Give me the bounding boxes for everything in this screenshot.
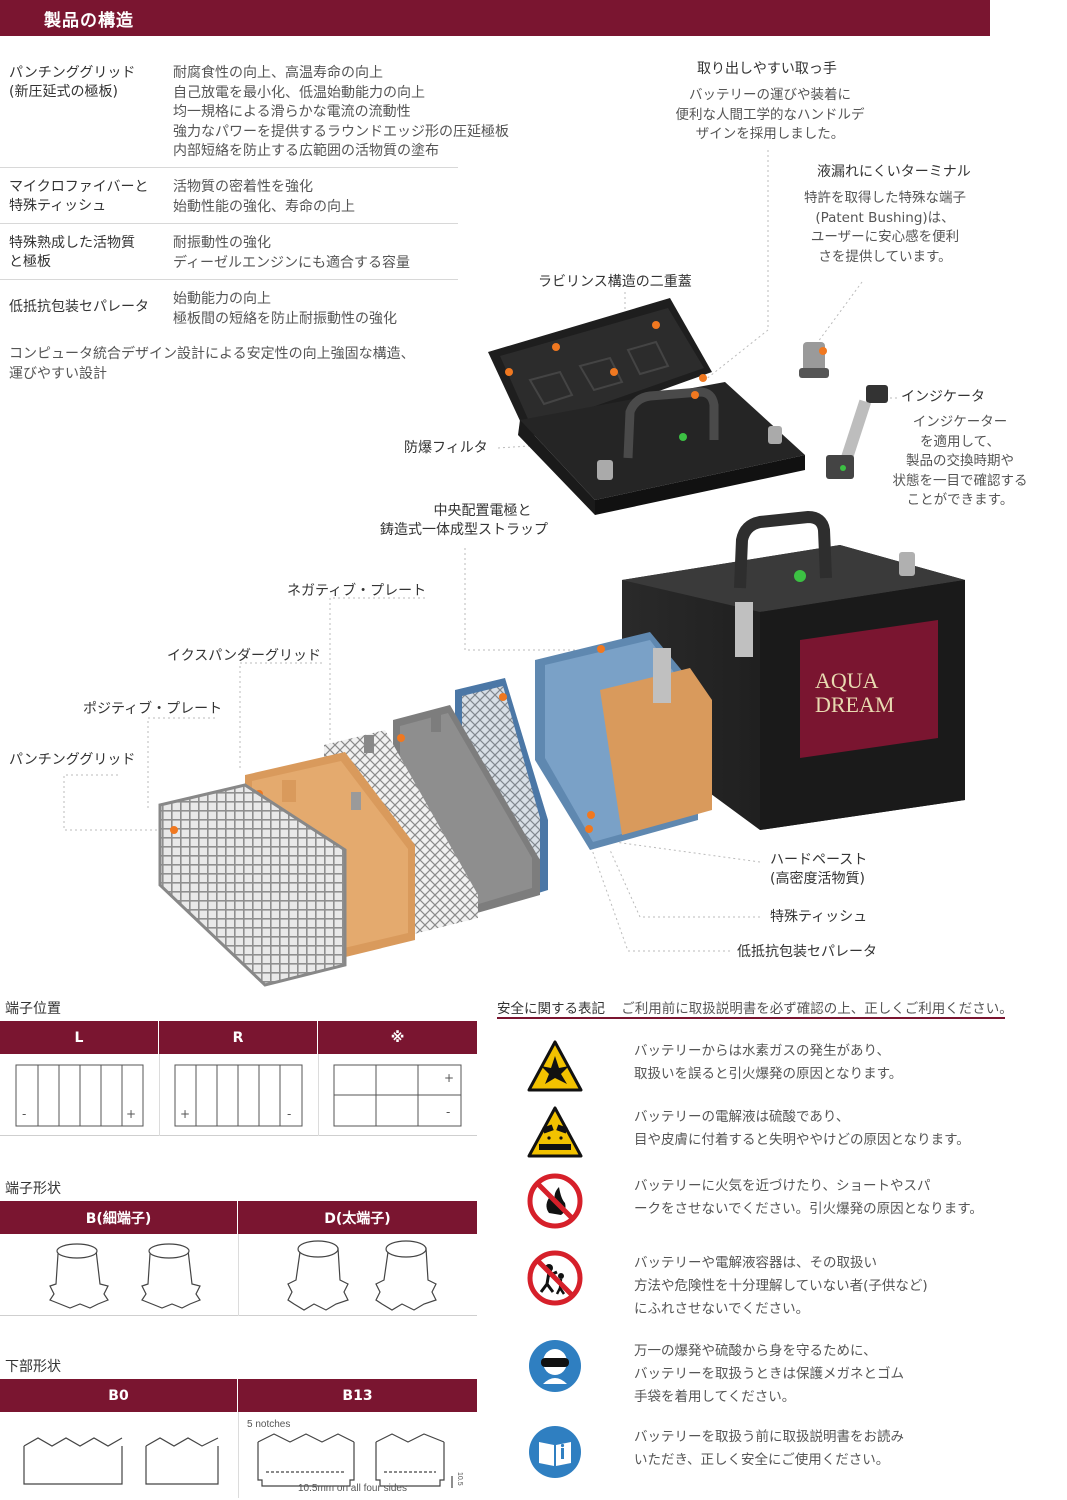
- safety-item: 万一の爆発や硫酸から身を守るために、 バッテリーを取扱うときは保護メガネとゴム …: [527, 1338, 1007, 1405]
- explosion-warning-icon: [527, 1040, 583, 1092]
- safety-text: バッテリーを取扱う前に取扱説明書をお読み いただき、正しく安全にご使用ください。: [634, 1429, 904, 1468]
- column-header-d-terminal: D(太端子): [324, 1210, 391, 1227]
- battery-cover: [518, 382, 805, 515]
- terminal-shape-header: B(細端子) D(太端子): [0, 1201, 477, 1234]
- battery-lid: [488, 298, 712, 438]
- bottom-shape-diagrams: 5 notches 10.5mm on all four sides 10.5: [23, 1419, 463, 1494]
- section-title: 製品の構造: [44, 11, 134, 31]
- column-header-l: L: [0, 1021, 159, 1054]
- l-plus-mark: +: [126, 1107, 136, 1121]
- safety-text: バッテリーや電解液容器は、その取扱い 方法や危険性を十分理解していない者(子供な…: [634, 1255, 928, 1317]
- safety-text: バッテリーに火気を近づけたり、ショートやスパ ークをさせないでください。引火爆発…: [634, 1178, 983, 1217]
- safety-item: バッテリーを取扱う前に取扱説明書をお読み いただき、正しく安全にご使用ください。: [527, 1424, 1007, 1484]
- corrosive-warning-icon: [527, 1106, 583, 1158]
- keep-away-children-icon: [527, 1250, 583, 1306]
- hard-paste-callout: ハードペースト (高密度活物質): [770, 852, 868, 887]
- no-fire-icon: [527, 1173, 583, 1229]
- terminal-position-diagrams: - + + - + -: [15, 1064, 462, 1127]
- x-plus-mark: +: [444, 1071, 454, 1085]
- safety-text: バッテリーの電解液は硫酸であり、 目や皮膚に付着すると失明ややけどの原因となりま…: [634, 1109, 970, 1148]
- r-minus-mark: -: [287, 1107, 291, 1121]
- terminal-shape-diagrams: [49, 1240, 437, 1311]
- feature-row: 低抵抗包装セパレータ 始動能力の向上 極板間の短絡を防止耐振動性の強化: [0, 290, 458, 336]
- positive-plate-callout: ポジティブ・プレート: [83, 701, 223, 717]
- separator-callout: 低抵抗包装セパレータ: [737, 944, 877, 960]
- negative-plate-callout: ネガティブ・プレート: [287, 583, 427, 599]
- bottom-shape-body: 5 notches 10.5mm on all four sides 10.5: [0, 1412, 477, 1498]
- special-tissue-callout: 特殊ティッシュ: [770, 909, 868, 925]
- x-minus-mark: -: [446, 1105, 450, 1119]
- column-divider: [238, 1234, 239, 1316]
- punching-grid: [158, 783, 347, 987]
- aqua-brand-text: AQUA: [815, 668, 879, 693]
- center-electrode-callout: 中央配置電極と: [433, 503, 532, 519]
- center-electrode-callout-line2: 鋳造式一体成型ストラップ: [380, 522, 548, 538]
- column-divider: [159, 1054, 160, 1136]
- feature-name: パンチンググリッド (新圧延式の極板): [9, 65, 136, 100]
- handle-callout-title: 取り出しやすい取っ手: [697, 61, 837, 77]
- terminal-position-body: - + + - + -: [0, 1054, 477, 1136]
- safety-item: バッテリーの電解液は硫酸であり、 目や皮膚に付着すると失明ややけどの原因となりま…: [527, 1104, 1007, 1164]
- cell-stack: [535, 602, 753, 850]
- wear-goggles-icon: [529, 1340, 581, 1392]
- terminal-position-header: L R ※: [0, 1021, 477, 1054]
- section-header-bar: 製品の構造: [0, 0, 990, 36]
- feature-name: 特殊熟成した活物質 と極板: [9, 235, 135, 270]
- safety-note: ご利用前に取扱説明書を必ず確認の上、正しくご利用ください。: [621, 1001, 1013, 1017]
- battery-case: AQUA DREAM: [622, 510, 965, 830]
- feature-name: 低抵抗包装セパレータ: [9, 299, 149, 315]
- feature-row: 特殊熟成した活物質 と極板 耐振動性の強化 ディーゼルエンジンにも適合する容量: [0, 234, 458, 280]
- bottom-shape-label: 下部形状: [5, 1359, 61, 1375]
- design-note: コンピュータ統合デザイン設計による安定性の向上強固な構造、 運びやすい設計: [9, 346, 415, 382]
- expander-grid-callout: イクスパンダーグリッド: [167, 648, 321, 664]
- terminal-shape-label: 端子形状: [5, 1181, 61, 1197]
- column-header-note: ※: [390, 1029, 405, 1046]
- feature-description: 耐腐食性の向上、高温寿命の向上 自己放電を最小化、低温始動能力の向上 均一規格に…: [173, 65, 509, 159]
- indicator-callout-title: インジケータ: [901, 389, 985, 405]
- dimension-label: 10.5: [456, 1472, 463, 1486]
- handle-callout-body: バッテリーの運びや装着に 便利な人間工学的なハンドルデ ザインを採用しました。: [675, 87, 865, 142]
- safety-item: バッテリーに火気を近づけたり、ショートやスパ ークをさせないでください。引火爆発…: [527, 1173, 1007, 1233]
- column-divider: [318, 1054, 319, 1136]
- expander-grid: [324, 730, 478, 935]
- safety-item: バッテリーや電解液容器は、その取扱い 方法や危険性を十分理解していない者(子供な…: [527, 1250, 1007, 1317]
- feature-row: マイクロファイバーと 特殊ティッシュ 活物質の密着性を強化 始動性能の強化、寿命…: [0, 178, 458, 224]
- terminal-part: [799, 342, 829, 378]
- feature-description: 活物質の密着性を強化 始動性能の強化、寿命の向上: [173, 179, 355, 215]
- feature-description: 始動能力の向上 極板間の短絡を防止耐振動性の強化: [173, 291, 397, 327]
- column-divider: [238, 1412, 239, 1498]
- read-manual-icon: [529, 1426, 581, 1478]
- safety-title: 安全に関する表記: [497, 1001, 605, 1017]
- l-minus-mark: -: [22, 1107, 26, 1121]
- separator-plate: [455, 678, 595, 905]
- feature-row: パンチンググリッド (新圧延式の極板) 耐腐食性の向上、高温寿命の向上 自己放電…: [0, 64, 509, 168]
- safety-text: 万一の爆発や硫酸から身を守るために、 バッテリーを取扱うときは保護メガネとゴム …: [634, 1343, 904, 1405]
- explosion-filter-callout: 防爆フィルタ: [404, 440, 488, 456]
- punching-grid-callout: パンチンググリッド: [9, 752, 136, 768]
- column-header-b0: B0: [0, 1379, 238, 1412]
- column-header-b-terminal: B(細端子): [0, 1201, 238, 1234]
- terminal-shape-body: [0, 1234, 477, 1316]
- positive-plate: [245, 752, 415, 962]
- safety-text: バッテリーからは水素ガスの発生があり、 取扱いを誤ると引火爆発の原因となります。: [634, 1043, 903, 1082]
- r-plus-mark: +: [180, 1107, 190, 1121]
- terminal-callout-body: 特許を取得した特殊な端子 (Patent Bushing)は、 ユーザーに安心感…: [804, 190, 966, 265]
- indicator-callout-body: インジケーター を適用して、 製品の交換時期や 状態を一目で確認する ことができ…: [892, 414, 1028, 508]
- column-header-b13: B13: [342, 1387, 373, 1404]
- safety-item: バッテリーからは水素ガスの発生があり、 取扱いを誤ると引火爆発の原因となります。: [527, 1038, 1007, 1098]
- terminal-callout-title: 液漏れにくいターミナル: [817, 164, 971, 180]
- negative-plate: [393, 705, 540, 915]
- safety-header: 安全に関する表記 ご利用前に取扱説明書を必ず確認の上、正しくご利用ください。: [497, 997, 1013, 1019]
- notches-label: 5 notches: [247, 1419, 290, 1430]
- feature-description: 耐振動性の強化 ディーゼルエンジンにも適合する容量: [173, 235, 411, 271]
- four-sides-label: 10.5mm on all four sides: [298, 1483, 407, 1494]
- labyrinth-callout: ラビリンス構造の二重蓋: [538, 274, 692, 290]
- bottom-shape-header: B0 B13: [0, 1379, 477, 1412]
- terminal-position-label: 端子位置: [5, 1001, 61, 1017]
- feature-name: マイクロファイバーと 特殊ティッシュ: [9, 179, 149, 214]
- column-header-r: R: [159, 1021, 318, 1054]
- dream-brand-text: DREAM: [815, 692, 894, 717]
